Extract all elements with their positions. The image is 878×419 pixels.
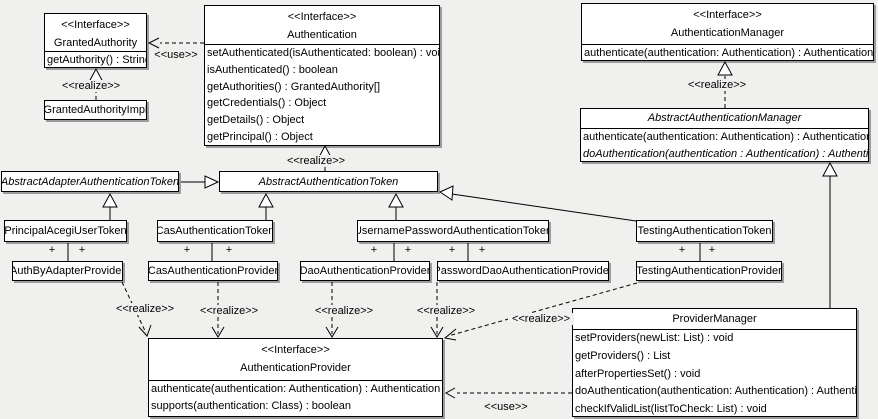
generalization-provider-manager-to-abstract-manager xyxy=(822,161,838,308)
class-granted-authority[interactable]: <<Interface>> GrantedAuthority getAuthor… xyxy=(44,13,147,68)
class-name: AuthByAdapterProvider xyxy=(12,265,123,277)
class-authentication[interactable]: <<Interface>> Authentication setAuthenti… xyxy=(204,5,440,146)
class-authentication-provider[interactable]: <<Interface>> AuthenticationProvider aut… xyxy=(148,338,443,417)
realize-auth-by-adapter-arrow xyxy=(138,324,152,337)
method-label: authenticate(authentication: Authenticat… xyxy=(583,131,868,143)
realize-label: <<realize>> xyxy=(58,80,124,92)
realize-cas-provider-arrow xyxy=(211,326,225,338)
class-username-password-authentication-token[interactable]: UsernamePasswordAuthenticationToken xyxy=(357,220,549,242)
realize-label: <<realize>> xyxy=(311,305,377,317)
class-authentication-manager[interactable]: <<Interface>> AuthenticationManager auth… xyxy=(581,3,874,61)
method-label: setAuthenticated(isAuthenticated: boolea… xyxy=(207,47,439,59)
method-label: getAuthorities() : GrantedAuthority[] xyxy=(207,80,381,93)
realize-label: <<realize>> xyxy=(196,305,262,317)
realize-abstract-manager-arrow xyxy=(717,60,733,76)
class-abstract-adapter-authentication-token[interactable]: AbstractAdapterAuthenticationToken xyxy=(1,171,179,192)
method-label: getDetails() : Object xyxy=(207,114,305,127)
class-name: CasAuthenticationProvider xyxy=(148,265,278,277)
class-granted-authority-impl[interactable]: GrantedAuthorityImpl xyxy=(44,100,147,120)
method-label: getPrincipal() : Object xyxy=(207,130,313,143)
method-label: supports(authentication: Class) : boolea… xyxy=(151,399,351,412)
class-header: <<Interface>> Authentication xyxy=(205,6,439,45)
class-principal-acegi-user-token[interactable]: PrincipalAcegiUserToken xyxy=(4,220,127,242)
association-end-plus: + xyxy=(48,244,56,256)
class-name: DaoAuthenticationProvider xyxy=(300,265,430,277)
use-label: <<use>> xyxy=(152,49,200,61)
realize-label: <<realize>> xyxy=(112,303,178,315)
generalization-usernamepassword-to-abstract-token xyxy=(388,192,404,220)
class-name: AbstractAuthenticationToken xyxy=(258,175,399,188)
association-end-plus: + xyxy=(370,244,378,256)
stereotype-label: <<Interface>> xyxy=(61,19,130,31)
class-name: TestingAuthenticationToken xyxy=(637,225,772,237)
class-name: AbstractAuthenticationManager xyxy=(647,112,802,124)
association-end-plus: + xyxy=(78,244,86,256)
realize-testing-provider-arrow xyxy=(443,328,457,341)
method-label: getCredentials() : Object xyxy=(207,97,327,110)
generalization-adapter-to-abstract-token xyxy=(181,175,220,189)
class-auth-by-adapter-provider[interactable]: AuthByAdapterProvider xyxy=(12,261,123,281)
stereotype-label: <<Interface>> xyxy=(693,9,762,21)
class-header: AbstractAuthenticationManager xyxy=(581,109,868,129)
stereotype-label: <<Interface>> xyxy=(261,344,330,356)
method-label: isAuthenticated() : boolean xyxy=(207,63,338,76)
class-testing-authentication-provider[interactable]: TestingAuthenticationProvider xyxy=(636,261,782,281)
association-end-plus: + xyxy=(678,244,686,256)
method-label: doAuthentication(authentication: Authent… xyxy=(575,385,856,398)
method-label: authenticate(authentication: Authenticat… xyxy=(151,383,441,395)
class-cas-authentication-token[interactable]: CasAuthenticationToken xyxy=(157,220,273,242)
use-authentication-provider-arrow xyxy=(444,387,456,399)
class-provider-manager[interactable]: ProviderManager setProviders(newList: Li… xyxy=(572,308,857,417)
class-password-dao-authentication-provider[interactable]: PasswordDaoAuthenticationProvider xyxy=(437,261,609,281)
class-abstract-authentication-manager[interactable]: AbstractAuthenticationManager authentica… xyxy=(580,108,869,162)
class-name: PasswordDaoAuthenticationProvider xyxy=(437,265,609,277)
realize-label: <<realize>> xyxy=(684,79,750,91)
method-label: getAuthority() : String xyxy=(47,54,146,66)
association-end-plus: + xyxy=(225,244,233,256)
class-name: PrincipalAcegiUserToken xyxy=(4,225,127,237)
method-label: doAuthentication(authentication : Authen… xyxy=(583,147,868,160)
use-label: <<use>> xyxy=(482,401,530,413)
class-name: GrantedAuthorityImpl xyxy=(44,104,147,116)
class-header: <<Interface>> AuthenticationManager xyxy=(582,4,873,45)
realize-label: <<realize>> xyxy=(413,305,479,317)
class-name: Authentication xyxy=(287,29,357,41)
association-end-plus: + xyxy=(448,244,456,256)
class-name: ProviderManager xyxy=(672,313,757,325)
generalization-principal-to-adapter-token xyxy=(102,192,118,220)
method-label: checkIfValidList(listToCheck: List) : vo… xyxy=(575,403,767,416)
association-end-plus: + xyxy=(404,244,412,256)
realize-label: <<realize>> xyxy=(283,155,349,167)
realize-dao-provider-arrow xyxy=(325,326,339,338)
class-name: CasAuthenticationToken xyxy=(157,225,273,237)
class-header: <<Interface>> GrantedAuthority xyxy=(45,14,146,52)
generalization-testing-token-to-abstract-token xyxy=(438,185,637,222)
class-abstract-authentication-token[interactable]: AbstractAuthenticationToken xyxy=(219,171,438,192)
realize-label: <<realize>> xyxy=(508,313,574,325)
class-cas-authentication-provider[interactable]: CasAuthenticationProvider xyxy=(148,261,278,281)
association-end-plus: + xyxy=(708,244,716,256)
class-header: ProviderManager xyxy=(573,309,856,330)
association-end-plus: + xyxy=(478,244,486,256)
class-name: AbstractAdapterAuthenticationToken xyxy=(1,175,179,188)
method-label: authenticate(authentication: Authenticat… xyxy=(584,47,873,59)
realize-password-dao-arrow xyxy=(430,326,444,338)
method-label: afterPropertiesSet() : void xyxy=(575,367,701,380)
class-dao-authentication-provider[interactable]: DaoAuthenticationProvider xyxy=(300,261,430,281)
method-label: getProviders() : List xyxy=(575,349,671,362)
class-header: <<Interface>> AuthenticationProvider xyxy=(149,339,442,381)
class-name: AuthenticationProvider xyxy=(240,362,351,374)
use-granted-authority-arrow xyxy=(147,37,160,49)
stereotype-label: <<Interface>> xyxy=(287,11,357,23)
class-name: UsernamePasswordAuthenticationToken xyxy=(357,225,549,237)
class-name: TestingAuthenticationProvider xyxy=(636,265,782,277)
generalization-cas-token-to-abstract-token xyxy=(258,192,274,220)
association-end-plus: + xyxy=(183,244,191,256)
method-label: setProviders(newList: List) : void xyxy=(575,332,734,344)
class-testing-authentication-token[interactable]: TestingAuthenticationToken xyxy=(636,220,773,242)
class-name: GrantedAuthority xyxy=(53,37,138,49)
class-name: AuthenticationManager xyxy=(670,27,785,39)
